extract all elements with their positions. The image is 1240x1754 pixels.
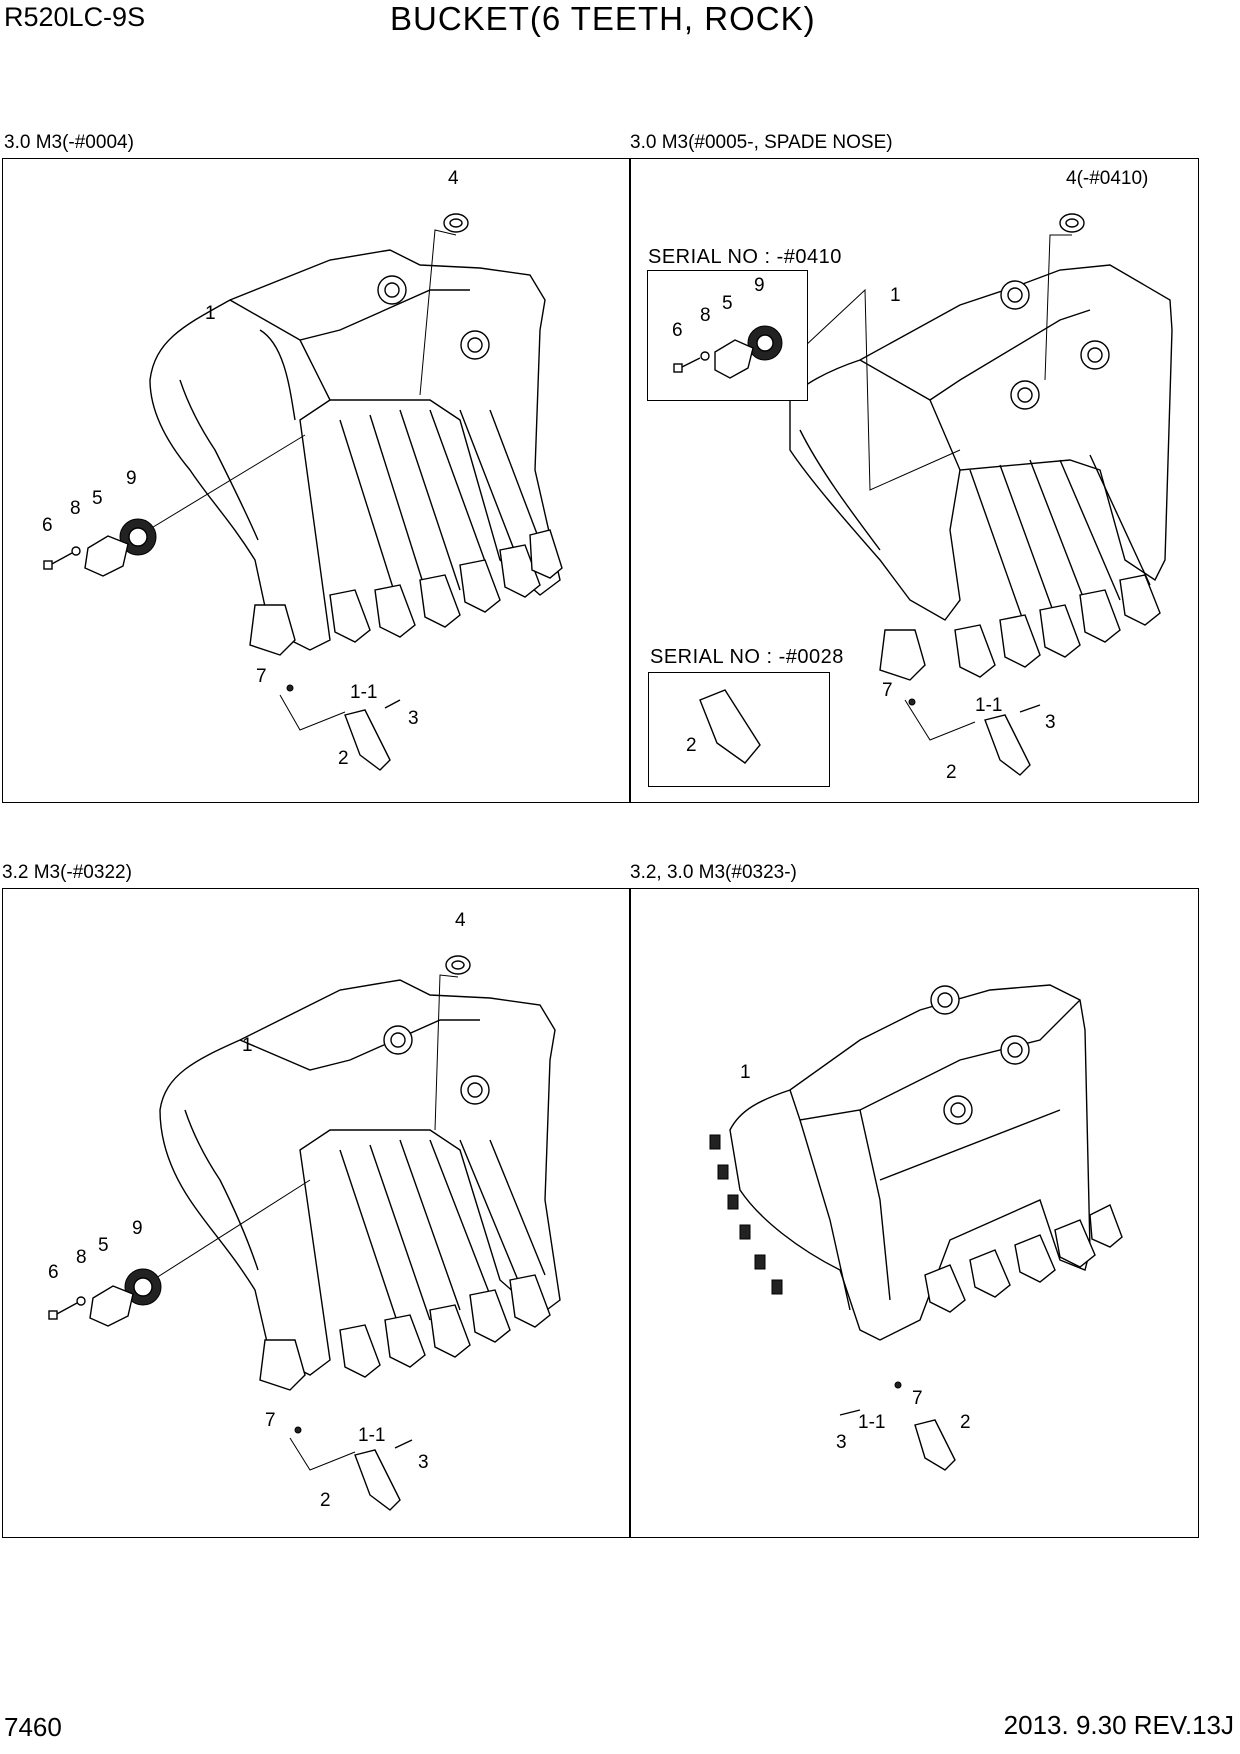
- serial-inset-label-0410: SERIAL NO : -#0410: [648, 246, 842, 268]
- bucket-drawing-panel-4: [709, 984, 1123, 1471]
- callout-3: 3: [836, 1432, 847, 1453]
- callout-3: 3: [1045, 712, 1056, 733]
- callout-8: 8: [76, 1247, 87, 1268]
- callout-2: 2: [338, 748, 349, 769]
- panel-1-frame: [2, 158, 631, 803]
- callout-6: 6: [672, 320, 683, 341]
- panel-1-label: 3.0 M3(-#0004): [4, 132, 134, 153]
- callout-9: 9: [126, 468, 137, 489]
- serial-inset-box-0410: [647, 270, 808, 401]
- callout-1-1: 1-1: [358, 1425, 386, 1446]
- callout-2: 2: [960, 1412, 971, 1433]
- bucket-drawing-panel-3: [48, 955, 561, 1511]
- callout-1-1: 1-1: [975, 695, 1003, 716]
- callout-7: 7: [882, 680, 893, 701]
- callout-7: 7: [265, 1410, 276, 1431]
- callout-2-inset: 2: [686, 735, 697, 756]
- callout-4: 4: [455, 910, 466, 931]
- callout-5: 5: [722, 293, 733, 314]
- callout-5: 5: [92, 488, 103, 509]
- callout-6: 6: [48, 1262, 59, 1283]
- callout-6: 6: [42, 515, 53, 536]
- revision-date: 2013. 9.30 REV.13J: [1003, 1710, 1234, 1740]
- model-number: R520LC-9S: [4, 2, 146, 32]
- bucket-drawing-panel-2: [789, 213, 1173, 776]
- bucket-drawing-panel-1: [43, 213, 563, 771]
- callout-5: 5: [98, 1235, 109, 1256]
- serial-inset-label-0028: SERIAL NO : -#0028: [650, 646, 844, 668]
- callout-7: 7: [912, 1388, 923, 1409]
- panel-4-frame: [629, 888, 1199, 1538]
- callout-1: 1: [205, 303, 216, 324]
- callout-3: 3: [418, 1452, 429, 1473]
- callout-1: 1: [740, 1062, 751, 1083]
- panel-3-frame: [2, 888, 631, 1538]
- panel-2-frame: [629, 158, 1199, 803]
- callout-1: 1: [890, 285, 901, 306]
- callout-7: 7: [256, 666, 267, 687]
- panel-4-label: 3.2, 3.0 M3(#0323-): [630, 862, 797, 883]
- callout-1-1: 1-1: [350, 682, 378, 703]
- callout-4: 4: [448, 168, 459, 189]
- callout-2: 2: [320, 1490, 331, 1511]
- callout-2: 2: [946, 762, 957, 783]
- callout-1-1: 1-1: [858, 1412, 886, 1433]
- callout-9: 9: [754, 275, 765, 296]
- callout-9: 9: [132, 1218, 143, 1239]
- callout-3: 3: [408, 708, 419, 729]
- inset-tooth-drawing: [699, 689, 761, 764]
- callout-4-serial: 4(-#0410): [1066, 168, 1149, 189]
- inset-hardware-drawing: [673, 325, 783, 379]
- page-number: 7460: [4, 1712, 62, 1742]
- panel-3-label: 3.2 M3(-#0322): [2, 862, 132, 883]
- page-title: BUCKET(6 TEETH, ROCK): [390, 0, 816, 37]
- panel-2-label: 3.0 M3(#0005-, SPADE NOSE): [630, 132, 893, 153]
- callout-8: 8: [70, 498, 81, 519]
- callout-8: 8: [700, 305, 711, 326]
- callout-1: 1: [242, 1035, 253, 1056]
